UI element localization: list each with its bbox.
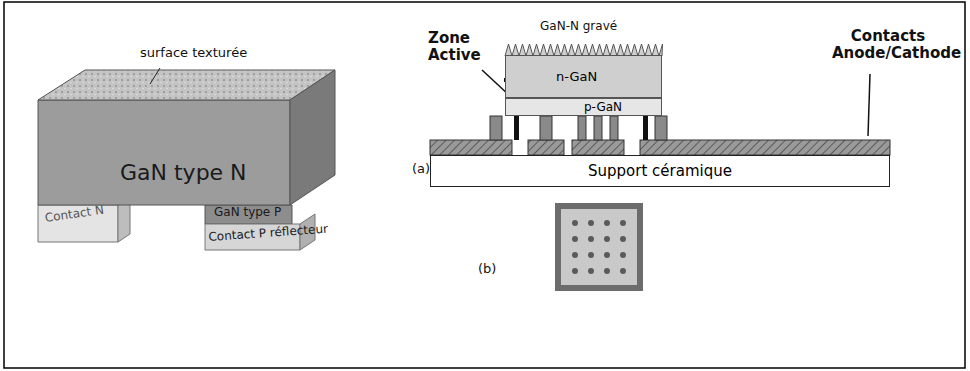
layer-label: p-GaN <box>584 100 622 114</box>
layer-label: GaN type N <box>120 160 247 185</box>
chip-3d <box>38 68 335 250</box>
zone-label: Zone Active <box>428 30 490 65</box>
ceramic-support: Support céramique <box>430 155 890 187</box>
cross-section <box>430 44 890 155</box>
top-view <box>555 203 643 291</box>
p-gan-layer: p-GaN <box>505 98 662 116</box>
figure-tag: (b) <box>478 262 496 277</box>
layer-label: n-GaN <box>556 69 597 84</box>
figure-tag: (a) <box>412 162 430 177</box>
n-gan-layer: n-GaN <box>505 55 662 98</box>
contacts-label: Contacts Anode/Cathode <box>832 28 944 63</box>
layer-label: GaN type P <box>214 206 281 220</box>
layer-label: GaN-N gravé <box>540 20 617 34</box>
surface-label: surface texturée <box>140 46 247 61</box>
frame <box>4 2 965 368</box>
layer-label: Support céramique <box>588 162 732 180</box>
